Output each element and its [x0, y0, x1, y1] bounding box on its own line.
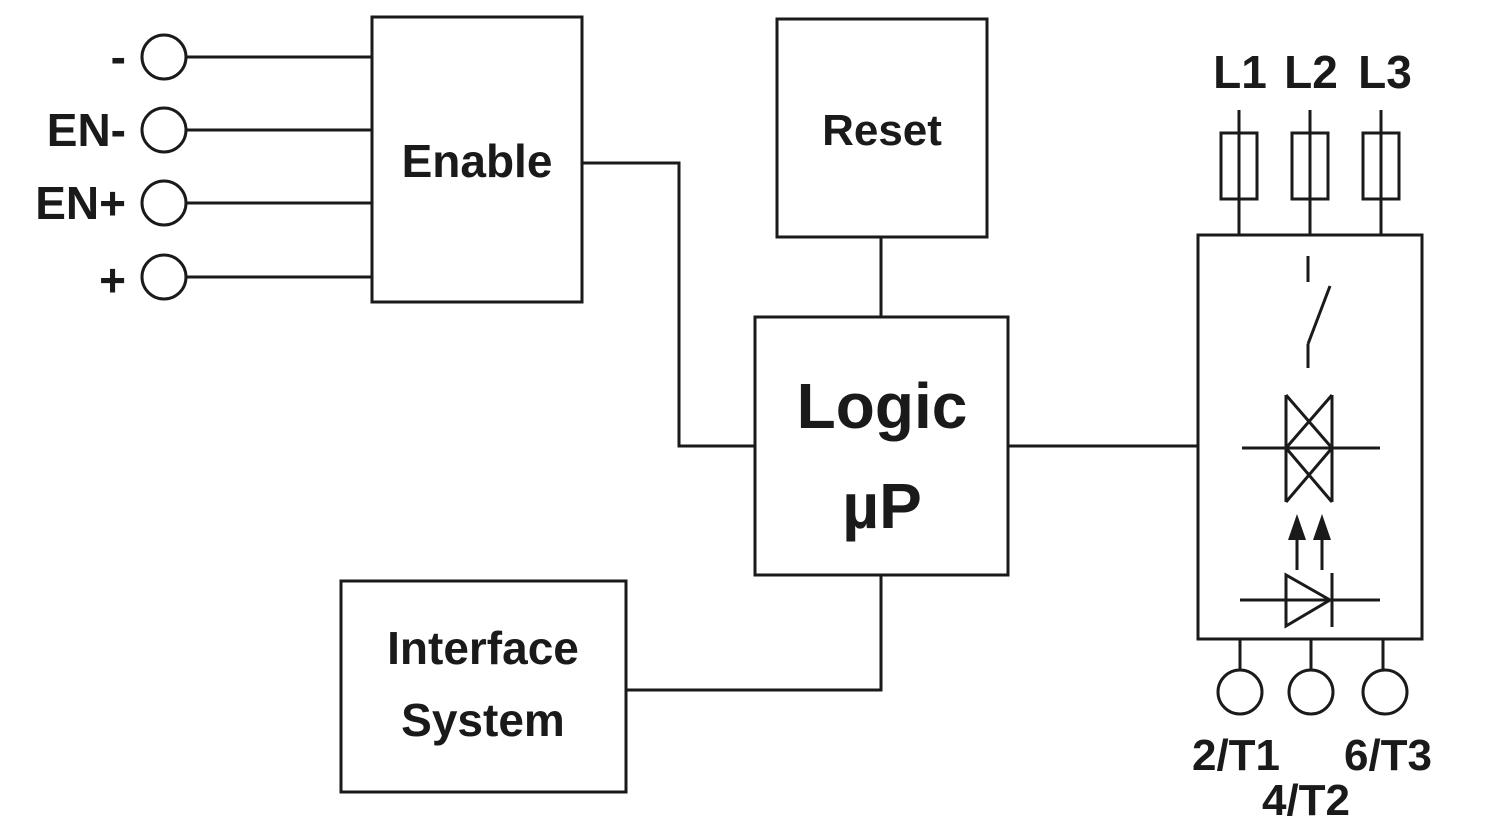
terminal-plus — [140, 253, 188, 301]
microprocessor-label: µP — [842, 470, 922, 542]
label-t1: 2/T1 — [1192, 731, 1280, 780]
enable-label: Enable — [402, 135, 553, 187]
terminal-t3 — [1361, 668, 1409, 716]
power-section: L1 L2 L3 — [1192, 46, 1432, 825]
label-minus: - — [111, 31, 126, 83]
enable-block — [370, 15, 584, 304]
interface-system-block — [339, 579, 628, 794]
reset-label: Reset — [822, 106, 942, 155]
label-t2: 4/T2 — [1262, 776, 1350, 825]
logic-block — [753, 315, 1010, 577]
label-t3: 6/T3 — [1344, 731, 1432, 780]
terminal-minus — [140, 33, 188, 81]
label-en-minus: EN- — [47, 104, 126, 156]
label-l2: L2 — [1284, 46, 1338, 98]
terminal-t2 — [1287, 668, 1335, 716]
terminal-en-minus — [140, 106, 188, 154]
label-l3: L3 — [1358, 46, 1412, 98]
logic-label: Logic — [797, 370, 968, 442]
label-plus: + — [99, 254, 126, 306]
triac-symbol — [1242, 394, 1380, 503]
terminal-t1 — [1216, 668, 1264, 716]
interface-label: Interface — [387, 622, 579, 674]
system-label: System — [401, 694, 565, 746]
power-module-block — [1196, 233, 1424, 641]
label-l1: L1 — [1213, 46, 1267, 98]
led-diode-symbol — [1240, 572, 1380, 629]
wire-enable-logic — [582, 161, 755, 448]
label-en-plus: EN+ — [35, 177, 126, 229]
terminal-en-plus — [140, 179, 188, 227]
input-terminals: - EN- EN+ + — [35, 31, 372, 306]
optocoupler-arrows-icon — [1288, 514, 1331, 570]
wire-logic-interface — [626, 575, 883, 692]
switch-contact-symbol — [1306, 256, 1332, 368]
